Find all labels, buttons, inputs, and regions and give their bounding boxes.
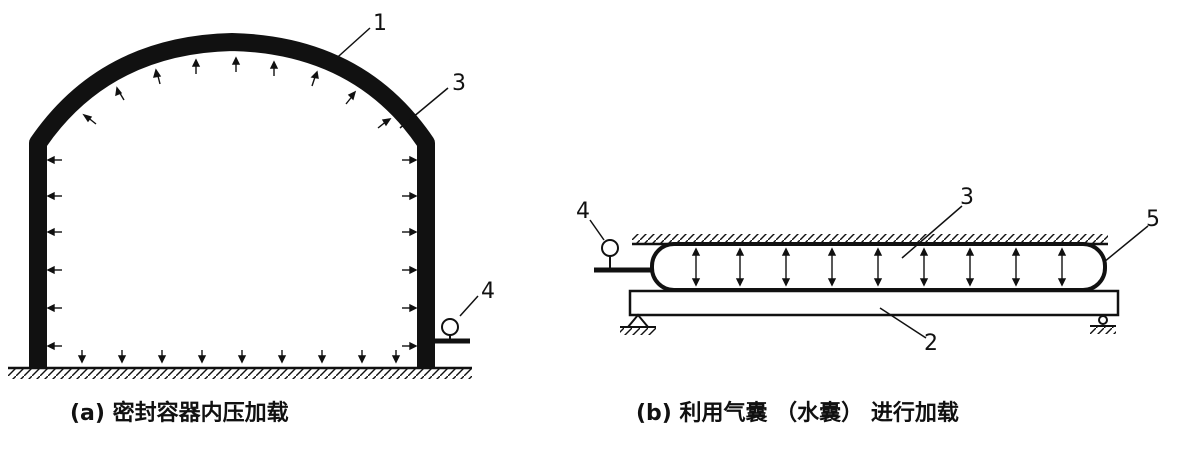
label-3-b: 3 <box>960 185 974 210</box>
leader-line-2 <box>879 307 927 339</box>
pin-support <box>620 313 656 335</box>
leader-line-3b <box>901 205 963 259</box>
leader-line-4b <box>589 219 605 241</box>
figure-a-sealed-container: 1 3 4 (a) 密封容器内压加载 <box>8 11 495 426</box>
pressure-gauge-b <box>594 239 654 273</box>
container-wall <box>29 33 435 368</box>
pressure-arrows-b <box>691 247 1067 287</box>
roller-support <box>1090 315 1116 334</box>
label-4-a: 4 <box>481 279 495 304</box>
pressure-arrows-a <box>46 56 418 364</box>
test-slab <box>628 289 1120 317</box>
label-1-a: 1 <box>373 11 387 36</box>
pressure-gauge-a <box>432 318 470 344</box>
label-4-b: 4 <box>576 199 590 224</box>
label-5-b: 5 <box>1146 207 1160 232</box>
label-3-a: 3 <box>452 71 466 96</box>
caption-b: (b) 利用气囊 （水囊） 进行加载 <box>636 400 959 426</box>
leader-line-4a <box>459 295 479 317</box>
ground-a <box>8 366 472 379</box>
caption-a: (a) 密封容器内压加载 <box>70 400 289 426</box>
label-2-b: 2 <box>924 331 938 356</box>
leader-line-5 <box>1103 225 1149 263</box>
leader-line-1 <box>329 27 371 65</box>
figure-b-airbag-loading: 4 3 5 2 (b) 利用气囊 （水囊） 进行加载 <box>576 185 1160 426</box>
leader-line-3 <box>399 87 449 129</box>
